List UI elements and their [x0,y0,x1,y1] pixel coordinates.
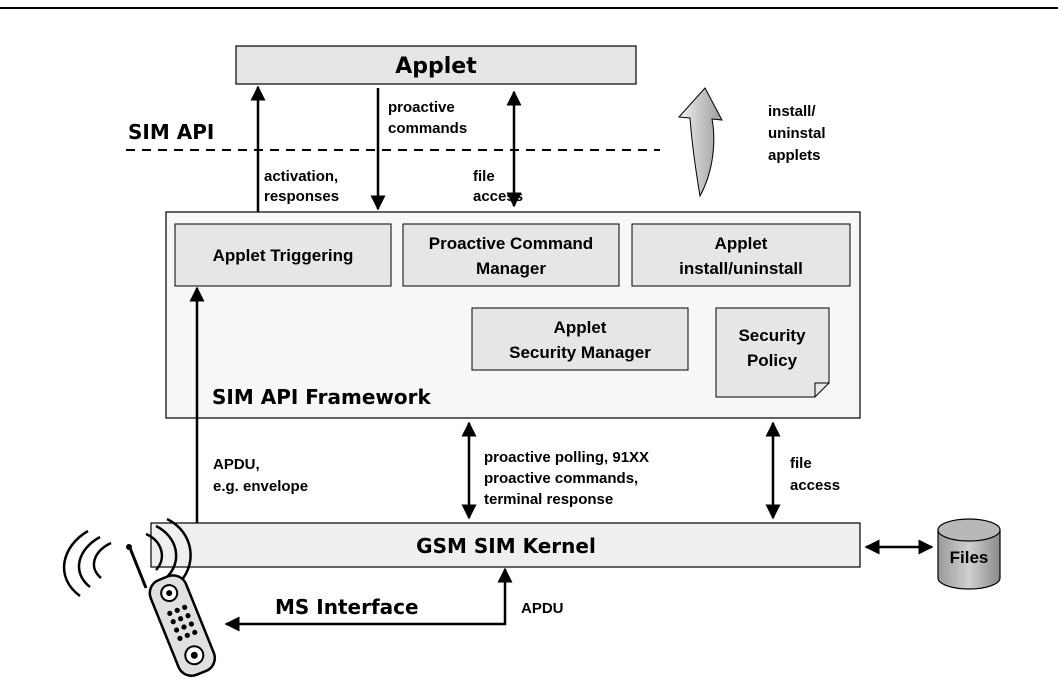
proactive-manager-line1: Proactive Command [429,234,593,253]
file-access-top-line2: access [473,188,523,205]
sim-api-label: SIM API [128,120,214,144]
gsm-sim-kernel-box: GSM SIM Kernel [150,522,861,568]
applet-triggering-label: Applet Triggering [213,246,354,265]
kernel-label: GSM SIM Kernel [416,534,596,558]
files-cylinder: Files [937,518,1001,590]
file-access-lower-line2: access [790,477,840,494]
install-note-line3: applets [768,147,821,164]
activation-label-line1: activation, [264,168,338,185]
apdu-envelope-line2: e.g. envelope [213,478,308,495]
file-access-lower-line1: file [790,455,812,472]
proactive-commands-line1: proactive [388,99,455,116]
applet-label: Applet [395,54,477,79]
applet-triggering-box: Applet Triggering [174,223,392,287]
applet-install-line2: install/uninstall [679,259,803,278]
proactive-commands-line2: commands [388,120,467,137]
security-policy-line1: Security [738,326,806,345]
ms-interface-label: MS Interface [275,595,419,619]
proactive-polling-line1: proactive polling, 91XX [484,449,649,466]
proactive-manager-line2: Manager [476,259,546,278]
security-policy-line2: Policy [747,351,798,370]
framework-title: SIM API Framework [212,385,431,409]
apdu-envelope-line1: APDU, [213,456,260,473]
applet-security-manager-box: Applet Security Manager [471,307,689,371]
security-policy-doc: Security Policy [715,307,830,398]
proactive-polling-line2: proactive commands, [484,470,638,487]
files-label: Files [950,548,989,567]
install-note-line1: install/ [768,103,816,120]
applet-box: Applet [235,45,637,85]
proactive-polling-line3: terminal response [484,491,613,508]
security-manager-line1: Applet [554,318,607,337]
security-manager-line2: Security Manager [509,343,651,362]
mobile-phone-icon [62,517,217,677]
install-note-line2: uninstal [768,125,826,142]
applet-install-box: Applet install/uninstall [631,223,851,287]
activation-label-line2: responses [264,188,339,205]
proactive-command-manager-box: Proactive Command Manager [402,223,620,287]
ms-interface-arrow [224,567,513,632]
ms-interface-apdu: APDU [521,600,564,617]
install-curved-arrow [677,87,723,198]
file-access-top-line1: file [473,168,495,185]
applet-install-line1: Applet [715,234,768,253]
